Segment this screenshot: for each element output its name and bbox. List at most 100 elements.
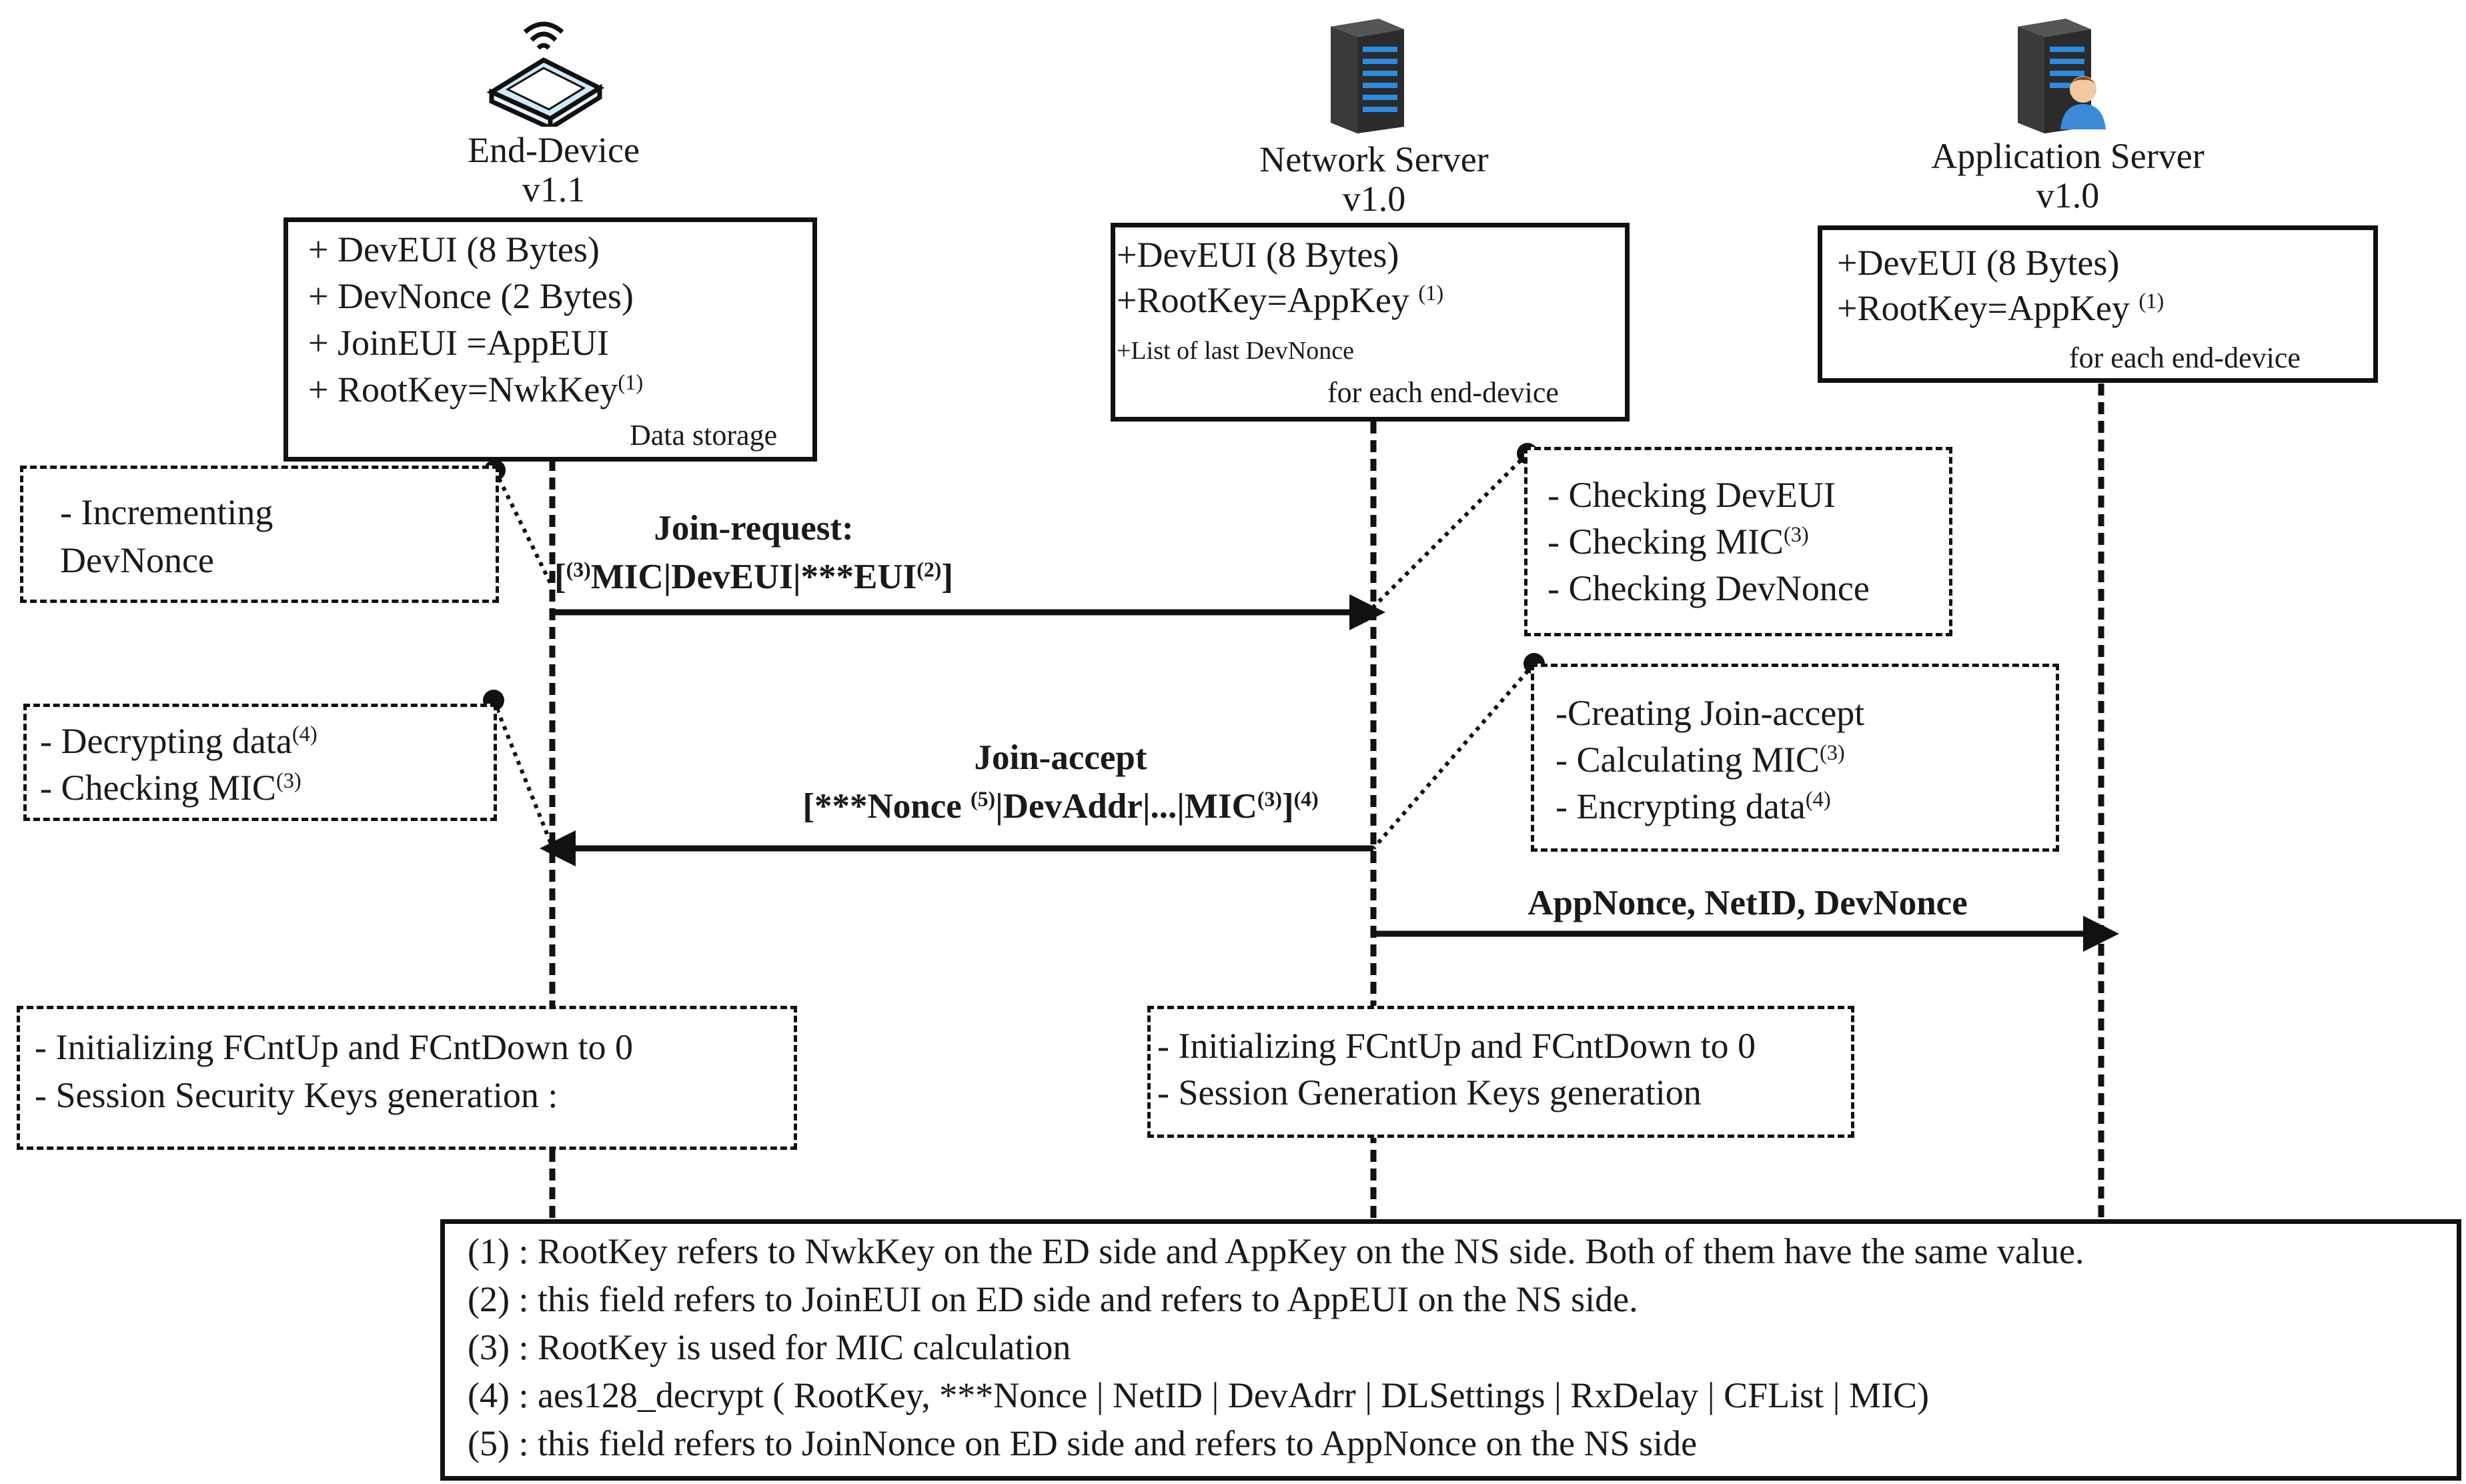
ns-checking-note: - Checking DevEUI - Checking MIC(3) - Ch… xyxy=(1524,447,1952,636)
ns-create-note: -Creating Join-accept - Calculating MIC(… xyxy=(1531,664,2059,852)
ed-decrypt-note: - Decrypting data(4) - Checking MIC(3) xyxy=(23,704,497,821)
ed-increment-note: - Incrementing DevNonce xyxy=(20,466,499,603)
note-ref: (3) xyxy=(1783,523,1809,548)
ns-storage-caption: for each end-device xyxy=(1327,376,1559,409)
note-ref: (3) xyxy=(1819,741,1845,766)
ed-storage-line: + DevEUI (8 Bytes) xyxy=(308,229,600,269)
footnote: (1) : RootKey refers to NwkKey on the ED… xyxy=(468,1233,2084,1269)
ed-storage-line: + JoinEUI =AppEUI xyxy=(308,323,609,363)
as-storage-rootkey: +RootKey=AppKey (1) xyxy=(1837,290,2164,326)
note-line: - Session Generation Keys generation xyxy=(1157,1072,1702,1112)
application-server-icon xyxy=(2018,19,2106,133)
network-server-name: Network Server xyxy=(1259,139,1489,179)
end-device-title: End-Device v1.1 xyxy=(400,130,707,210)
note-line: - Checking DevNonce xyxy=(1548,568,1870,608)
note-line: - Initializing FCntUp and FCntDown to 0 xyxy=(35,1027,633,1067)
join-accept-payload: [***Nonce (5)|DevAddr|...|MIC(3)](4) xyxy=(734,787,1387,826)
application-server-title: Application Server v1.0 xyxy=(1881,136,2255,216)
note-text: - Decrypting data xyxy=(40,721,292,761)
note-line: - Checking MIC(3) xyxy=(40,770,301,806)
ns-rootkey-text: +RootKey=AppKey xyxy=(1117,280,1409,320)
ns-session-note: - Initializing FCntUp and FCntDown to 0 … xyxy=(1147,1006,1854,1138)
network-server-version: v1.0 xyxy=(1342,179,1406,219)
note-line: - Decrypting data(4) xyxy=(40,723,318,759)
join-accept-label: Join-accept [***Nonce (5)|DevAddr|...|MI… xyxy=(734,740,1387,824)
end-device-name: End-Device xyxy=(468,130,640,170)
msg-text: [ xyxy=(554,558,566,596)
footnote-text: : this field refers to JoinNonce on ED s… xyxy=(509,1423,1698,1463)
footnote: (4) : aes128_decrypt ( RootKey, ***Nonce… xyxy=(468,1377,1929,1413)
join-request-payload: [(3)MIC|DevEUI|***EUI(2)] xyxy=(554,558,954,596)
note-ref: (4) xyxy=(1805,788,1831,812)
ns-storage-rootkey: +RootKey=AppKey (1) xyxy=(1117,282,1443,318)
application-server-storage-box: +DevEUI (8 Bytes) +RootKey=AppKey (1) fo… xyxy=(1818,225,2378,383)
msg-text: [***Nonce xyxy=(802,787,971,826)
ed-rootkey-text: + RootKey=NwkKey xyxy=(308,369,618,410)
msg-text: |DevAddr|...|MIC xyxy=(995,787,1257,826)
join-request-label: Join-request: [(3)MIC|DevEUI|***EUI(2)] xyxy=(554,511,954,595)
application-server-name: Application Server xyxy=(1931,136,2205,176)
msg-ref: (2) xyxy=(916,558,942,582)
ns-storage-line: +List of last DevNonce xyxy=(1117,337,1354,365)
as-rootkey-text: +RootKey=AppKey xyxy=(1837,288,2130,328)
footnote-text: : aes128_decrypt ( RootKey, ***Nonce | N… xyxy=(509,1375,1929,1415)
note-line: - Incrementing xyxy=(60,492,273,532)
join-request-title: Join-request: xyxy=(654,509,854,548)
note-text: - Checking MIC xyxy=(1548,522,1784,562)
footnote-marker: (2) xyxy=(468,1279,510,1319)
footnote-marker: (4) xyxy=(468,1375,510,1415)
note-text: - Encrypting data xyxy=(1556,786,1806,826)
as-storage-line: +DevEUI (8 Bytes) xyxy=(1837,243,2120,283)
ed-rootkey-ref: (1) xyxy=(618,371,644,396)
server-icon xyxy=(1331,19,1404,133)
join-accept-title: Join-accept xyxy=(974,738,1147,777)
msg-ref: (3) xyxy=(566,558,591,582)
note-line: - Checking DevEUI xyxy=(1548,475,1836,515)
end-device-version: v1.1 xyxy=(522,169,586,210)
ns-to-as-label: AppNonce, NetID, DevNonce xyxy=(1527,884,1968,922)
router-wifi-icon xyxy=(486,21,605,127)
ed-storage-rootkey: + RootKey=NwkKey(1) xyxy=(308,372,643,408)
note-ref: (4) xyxy=(291,722,318,747)
footnote-text: : RootKey refers to NwkKey on the ED sid… xyxy=(509,1231,2084,1271)
note-line: - Initializing FCntUp and FCntDown to 0 xyxy=(1157,1026,1756,1066)
ed-storage-line: + DevNonce (2 Bytes) xyxy=(308,276,634,316)
msg-ref: (4) xyxy=(1293,787,1319,811)
note-text: - Calculating MIC xyxy=(1556,740,1820,780)
footnote: (2) : this field refers to JoinEUI on ED… xyxy=(468,1281,1638,1317)
footnotes-box: (1) : RootKey refers to NwkKey on the ED… xyxy=(440,1219,2461,1481)
note-line: - Calculating MIC(3) xyxy=(1556,742,1845,778)
ns-rootkey-ref: (1) xyxy=(1418,281,1444,306)
as-rootkey-ref: (1) xyxy=(2138,289,2165,314)
footnote-text: : RootKey is used for MIC calculation xyxy=(509,1327,1071,1367)
note-ref: (3) xyxy=(275,769,301,794)
ed-storage-caption: Data storage xyxy=(630,419,778,452)
application-server-version: v1.0 xyxy=(2036,175,2100,216)
note-line: -Creating Join-accept xyxy=(1556,693,1865,733)
note-connectors xyxy=(492,452,1536,850)
note-line: DevNonce xyxy=(60,540,214,580)
msg-text: ] xyxy=(941,558,954,596)
footnote: (5) : this field refers to JoinNonce on … xyxy=(468,1425,1697,1461)
msg-text: MIC|DevEUI|***EUI xyxy=(590,558,917,596)
ed-session-note: - Initializing FCntUp and FCntDown to 0 … xyxy=(17,1006,797,1150)
msg-ref: (5) xyxy=(971,787,996,811)
footnote-marker: (5) xyxy=(468,1423,510,1463)
note-text: - Checking MIC xyxy=(40,768,276,808)
footnote-marker: (3) xyxy=(468,1327,510,1367)
note-line: - Session Security Keys generation : xyxy=(35,1075,558,1115)
footnote-marker: (1) xyxy=(468,1231,510,1271)
footnote-text: : this field refers to JoinEUI on ED sid… xyxy=(509,1279,1638,1319)
as-storage-caption: for each end-device xyxy=(2069,341,2301,374)
msg-text: ] xyxy=(1281,787,1294,826)
footnote: (3) : RootKey is used for MIC calculatio… xyxy=(468,1329,1071,1365)
network-server-title: Network Server v1.0 xyxy=(1221,139,1527,219)
end-device-storage-box: + DevEUI (8 Bytes) + DevNonce (2 Bytes) … xyxy=(283,217,817,462)
note-line: - Checking MIC(3) xyxy=(1548,524,1809,560)
note-line: - Encrypting data(4) xyxy=(1556,788,1831,824)
msg-ref: (3) xyxy=(1257,787,1282,811)
network-server-storage-box: +DevEUI (8 Bytes) +RootKey=AppKey (1) +L… xyxy=(1111,223,1630,422)
ns-storage-line: +DevEUI (8 Bytes) xyxy=(1117,235,1399,275)
